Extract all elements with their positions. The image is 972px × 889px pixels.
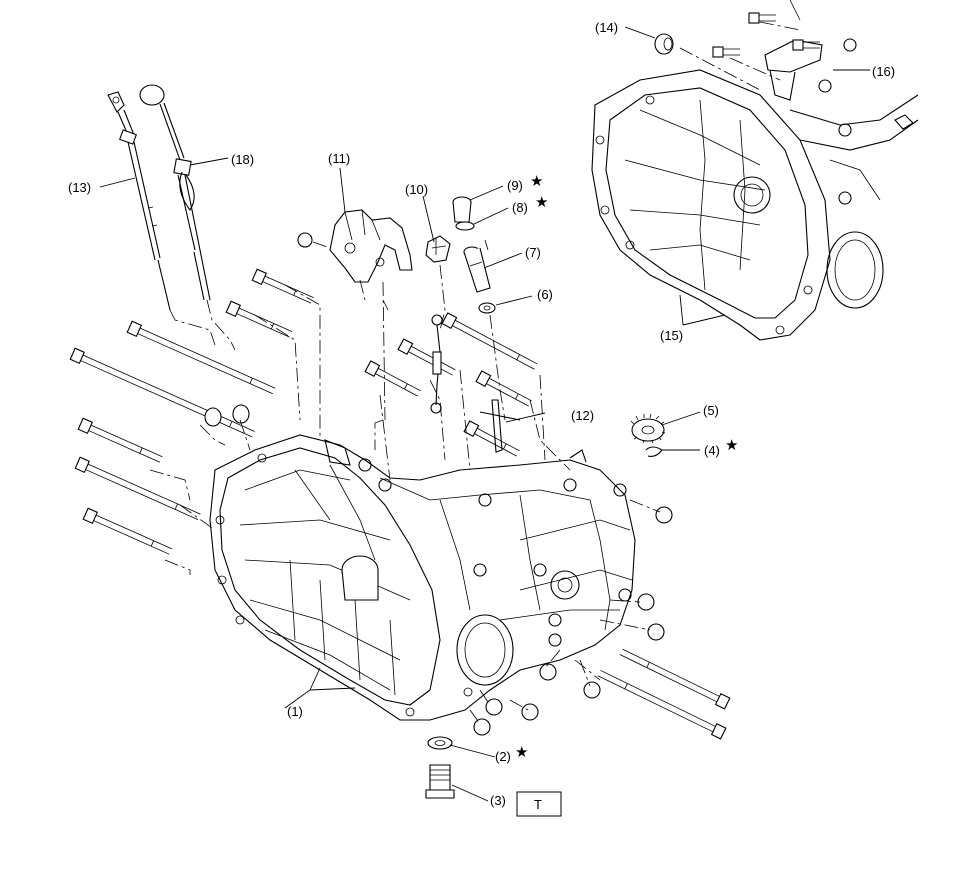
callout-18: (18)	[231, 152, 254, 167]
part-16-bracket	[679, 0, 857, 101]
part-9-cap	[452, 196, 472, 223]
callout-13: (13)	[68, 180, 91, 195]
breather-wire	[430, 314, 443, 414]
transmission-case	[209, 434, 636, 721]
part-4-clip	[645, 446, 663, 457]
part-11-bracket	[297, 209, 413, 450]
star-mark-4: ★	[725, 437, 738, 454]
callout-7: (7)	[525, 245, 541, 260]
callout-16: (16)	[872, 64, 895, 79]
part-13-dipstick	[107, 91, 171, 311]
part-5-gear	[630, 413, 666, 444]
case-bolts-lower-right	[469, 499, 731, 740]
callout-labels: (1) (2) (3) (4) (5) (6) (7) (8) (9) (10)…	[68, 20, 895, 817]
torque-box	[516, 791, 562, 817]
case-bolts-left	[69, 268, 321, 575]
callout-12: (12)	[571, 408, 594, 423]
callout-5: (5)	[703, 403, 719, 418]
callout-4: (4)	[704, 443, 720, 458]
case-bolts-center	[364, 312, 571, 481]
part-8-oring	[455, 221, 475, 231]
leader-lines	[99, 26, 870, 802]
callout-1: (1)	[287, 704, 303, 719]
inset-housing-view	[591, 0, 919, 341]
part-2-gasket	[427, 736, 453, 750]
part-12-lever	[479, 399, 521, 453]
star-mark-9: ★	[530, 173, 543, 190]
callout-15: (15)	[660, 328, 683, 343]
star-mark-2: ★	[515, 744, 528, 761]
part-6-washer	[478, 239, 506, 421]
callout-11: (11)	[328, 151, 350, 166]
part-7-pin	[463, 246, 491, 293]
callout-3: (3)	[490, 793, 506, 808]
callout-9: (9)	[507, 178, 523, 193]
callout-6: (6)	[537, 287, 553, 302]
part-18-dipstick	[139, 84, 236, 351]
callout-10: (10)	[405, 182, 428, 197]
part-10-clip	[425, 235, 451, 331]
callout-8: (8)	[512, 200, 528, 215]
part-3-drain-plug	[425, 764, 455, 799]
torque-box-label: T	[534, 797, 542, 812]
star-mark-8: ★	[535, 194, 548, 211]
part-14-bushing	[654, 33, 674, 55]
callout-2: (2)	[495, 749, 511, 764]
callout-14: (14)	[595, 20, 618, 35]
